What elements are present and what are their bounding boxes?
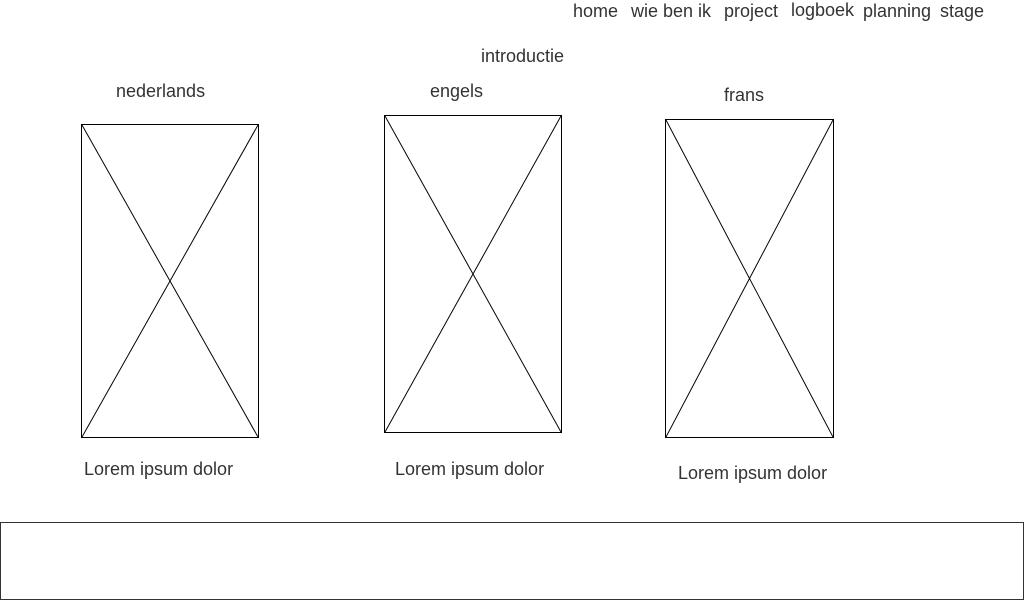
- column-caption-frans: Lorem ipsum dolor: [678, 463, 828, 483]
- nav-item-home[interactable]: home: [573, 1, 619, 21]
- placeholder-cross-icon: [82, 125, 258, 437]
- nav-item-project[interactable]: project: [724, 1, 779, 21]
- image-placeholder-frans: [665, 119, 834, 438]
- image-placeholder-engels: [384, 115, 562, 433]
- placeholder-cross-icon: [666, 120, 833, 437]
- footer: [0, 522, 1024, 600]
- image-placeholder-nederlands: [81, 124, 259, 438]
- column-heading-engels: engels: [430, 81, 484, 101]
- placeholder-cross-icon: [385, 116, 561, 432]
- intro-title: introductie: [481, 46, 565, 66]
- nav-item-planning[interactable]: planning: [863, 1, 932, 21]
- column-heading-nederlands: nederlands: [116, 81, 206, 101]
- nav-item-logboek[interactable]: logboek: [791, 0, 855, 20]
- column-caption-nederlands: Lorem ipsum dolor: [84, 459, 234, 479]
- nav-item-stage[interactable]: stage: [940, 1, 985, 21]
- column-heading-frans: frans: [724, 85, 765, 105]
- nav-item-wie-ben-ik[interactable]: wie ben ik: [631, 1, 712, 21]
- column-caption-engels: Lorem ipsum dolor: [395, 459, 545, 479]
